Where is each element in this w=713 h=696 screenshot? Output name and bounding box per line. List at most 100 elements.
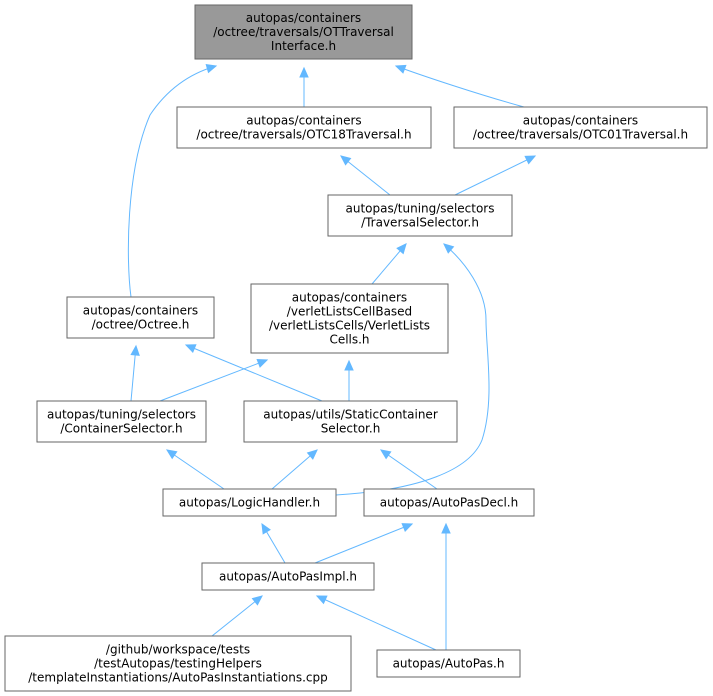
edge-autopas-to-decl	[441, 522, 451, 650]
node-box	[4, 635, 352, 692]
edge-arrowhead	[396, 243, 407, 255]
edge-vlc-to-travsel	[371, 243, 407, 285]
node-box	[376, 649, 521, 678]
edge-arrowhead	[256, 358, 269, 368]
node-box	[194, 4, 413, 60]
node-label-line: autopas/AutoPas.h	[393, 657, 505, 671]
edge-line	[316, 595, 437, 651]
node-autopas[interactable]: autopas/AutoPas.h	[376, 649, 521, 678]
edge-impl-to-logic	[261, 522, 286, 564]
node-logic[interactable]: autopas/LogicHandler.h	[162, 488, 337, 517]
edge-arrowhead	[315, 595, 328, 605]
edge-octree-to-ot	[127, 64, 218, 298]
node-label-line: /ContainerSelector.h	[60, 422, 182, 436]
edge-arrowhead	[379, 449, 392, 460]
edge-staticcont-to-octree	[184, 344, 323, 402]
edge-line	[395, 65, 525, 108]
node-label-line: /TraversalSelector.h	[361, 216, 479, 230]
node-label-line: autopas/AutoPasDecl.h	[380, 496, 518, 510]
edge-staticcont-to-vlc	[344, 359, 354, 401]
edge-otc18-to-ot	[299, 66, 309, 107]
node-travsel[interactable]: autopas/tuning/selectors/TraversalSelect…	[327, 194, 513, 237]
node-label-line: /verletListsCellBased	[287, 305, 412, 319]
node-box	[243, 400, 458, 443]
node-label-line: Cells.h	[329, 333, 369, 347]
edge-line	[314, 523, 413, 564]
edge-otc01-to-ot	[394, 64, 525, 108]
node-box	[201, 562, 375, 591]
edge-arrowhead	[344, 359, 354, 371]
node-label-line: autopas/containers	[523, 114, 638, 128]
edge-line	[340, 155, 391, 196]
node-label-line: /verletListsCells/VerletLists	[269, 319, 430, 333]
node-label-line: /octree/traversals/OTC18Traversal.h	[196, 128, 411, 142]
edge-line	[271, 449, 318, 490]
edge-travsel-to-otc01	[454, 155, 537, 196]
edge-line	[127, 65, 217, 298]
edge-line	[159, 359, 268, 402]
node-otc01[interactable]: autopas/containers/octree/traversals/OTC…	[453, 106, 708, 149]
edge-decl-to-staticcont	[379, 449, 438, 490]
node-decl[interactable]: autopas/AutoPasDecl.h	[363, 488, 535, 517]
edge-impl-to-decl	[314, 523, 414, 564]
node-inst[interactable]: /github/workspace/tests/testAutopas/test…	[4, 635, 352, 692]
edge-arrowhead	[299, 66, 309, 78]
nodes-layer: autopas/containers/octree/traversals/OTT…	[4, 4, 708, 692]
edge-autopas-to-impl	[315, 595, 437, 651]
node-ot[interactable]: autopas/containers/octree/traversals/OTT…	[194, 4, 413, 60]
node-label-line: autopas/AutoPasImpl.h	[219, 570, 357, 584]
edge-arrowhead	[306, 449, 318, 460]
edge-arrowhead	[261, 522, 271, 535]
edge-arrowhead	[401, 523, 414, 532]
edge-arrowhead	[524, 155, 537, 165]
node-label-line: autopas/containers	[246, 11, 361, 25]
node-box	[327, 194, 513, 237]
node-contsel[interactable]: autopas/tuning/selectors/ContainerSelect…	[36, 400, 207, 443]
node-label-line: /templateInstantiations/AutoPasInstantia…	[28, 671, 327, 685]
node-box	[250, 283, 449, 354]
node-label-line: /octree/traversals/OTC01Traversal.h	[473, 128, 688, 142]
node-label-line: autopas/tuning/selectors	[346, 202, 495, 216]
node-label-line: autopas/containers	[246, 114, 361, 128]
edge-arrowhead	[184, 344, 197, 354]
edge-logic-to-contsel	[165, 449, 225, 490]
node-label-line: autopas/containers	[83, 304, 198, 318]
edge-arrowhead	[441, 522, 451, 534]
edge-logic-to-travsel	[335, 243, 490, 496]
node-label-line: /octree/Octree.h	[92, 318, 190, 332]
node-box	[176, 106, 432, 149]
edge-arrowhead	[443, 243, 455, 254]
edge-contsel-to-octree	[130, 344, 140, 402]
edge-line	[380, 449, 438, 490]
edge-arrowhead	[340, 155, 352, 166]
node-label-line: /github/workspace/tests	[106, 643, 250, 657]
node-box	[162, 488, 337, 517]
edges-layer	[127, 64, 537, 651]
edge-arrowhead	[130, 344, 140, 356]
node-label-line: Interface.h	[271, 39, 336, 53]
edge-travsel-to-otc18	[340, 155, 391, 196]
edge-line	[166, 449, 225, 490]
edge-arrowhead	[165, 449, 178, 460]
node-label-line: autopas/utils/StaticContainer	[263, 408, 438, 422]
node-impl[interactable]: autopas/AutoPasImpl.h	[201, 562, 375, 591]
edge-line	[454, 155, 536, 196]
node-vlc[interactable]: autopas/containers/verletListsCellBased/…	[250, 283, 449, 354]
node-label-line: autopas/tuning/selectors	[47, 408, 196, 422]
edge-arrowhead	[205, 64, 218, 74]
edge-line	[185, 344, 323, 402]
node-label-line: Selector.h	[321, 422, 381, 436]
edge-line	[335, 243, 490, 496]
node-otc18[interactable]: autopas/containers/octree/traversals/OTC…	[176, 106, 432, 149]
node-box	[453, 106, 708, 149]
edge-inst-to-impl	[211, 595, 263, 637]
node-octree[interactable]: autopas/containers/octree/Octree.h	[66, 296, 215, 339]
node-label-line: /octree/traversals/OTTraversal	[213, 25, 394, 39]
edge-logic-to-staticcont	[271, 449, 318, 490]
node-box	[66, 296, 215, 339]
edge-contsel-to-vlc	[159, 358, 269, 402]
edge-arrowhead	[394, 64, 407, 74]
node-box	[36, 400, 207, 443]
